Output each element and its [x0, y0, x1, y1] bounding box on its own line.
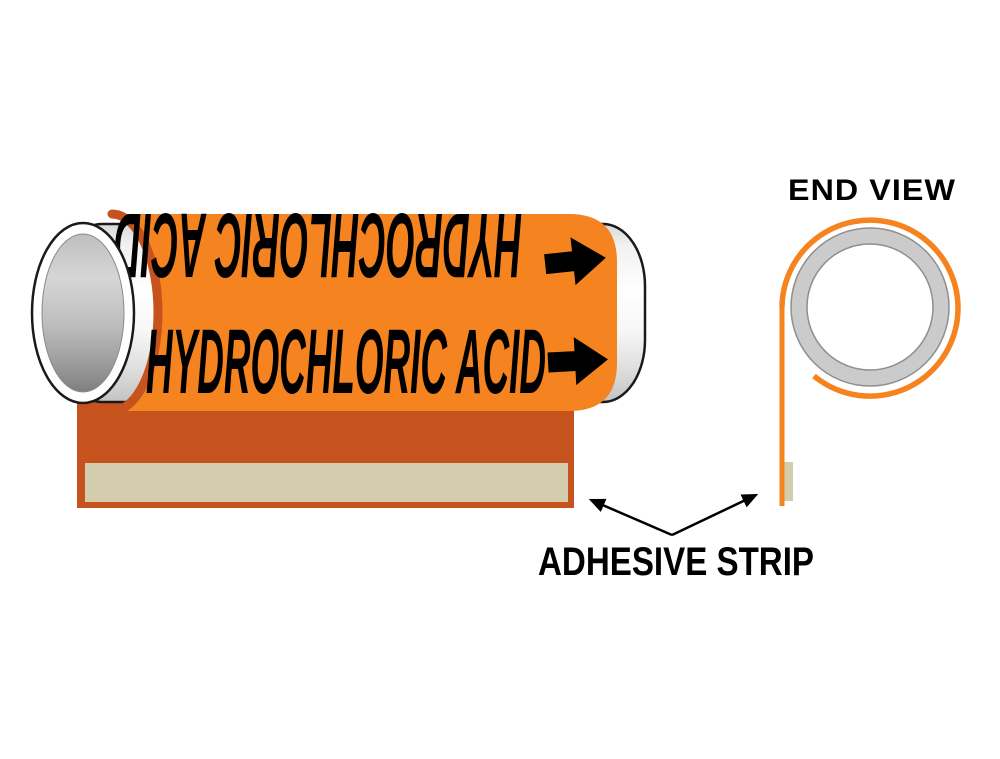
pipe-cross-section-bore [806, 243, 934, 371]
flow-arrow-top-icon [544, 237, 606, 286]
adhesive-strip-callout-arrows [588, 493, 759, 537]
pipe-end-opening [30, 221, 136, 405]
coil-wrap-arc [779, 217, 961, 399]
adhesive-strip-label: ADHESIVE STRIP [538, 540, 814, 584]
end-view-coil [779, 217, 961, 506]
label-text-top: HYDROCHLORIC ACID [114, 194, 522, 296]
pipe-end-bore [41, 233, 125, 393]
end-view-title: END VIEW [788, 174, 956, 207]
label-tail-section [77, 400, 574, 508]
callout-arrow-left [588, 498, 673, 537]
label-text-front: HYDROCHLORIC ACID [146, 311, 546, 413]
label-edge-curl [107, 209, 163, 416]
adhesive-strip-front-view [85, 463, 568, 502]
callout-arrow-right [671, 493, 759, 537]
flow-arrow-bottom-icon [547, 337, 608, 386]
pipe-label-wrap [112, 214, 617, 411]
adhesive-strip-end-view [784, 462, 793, 501]
